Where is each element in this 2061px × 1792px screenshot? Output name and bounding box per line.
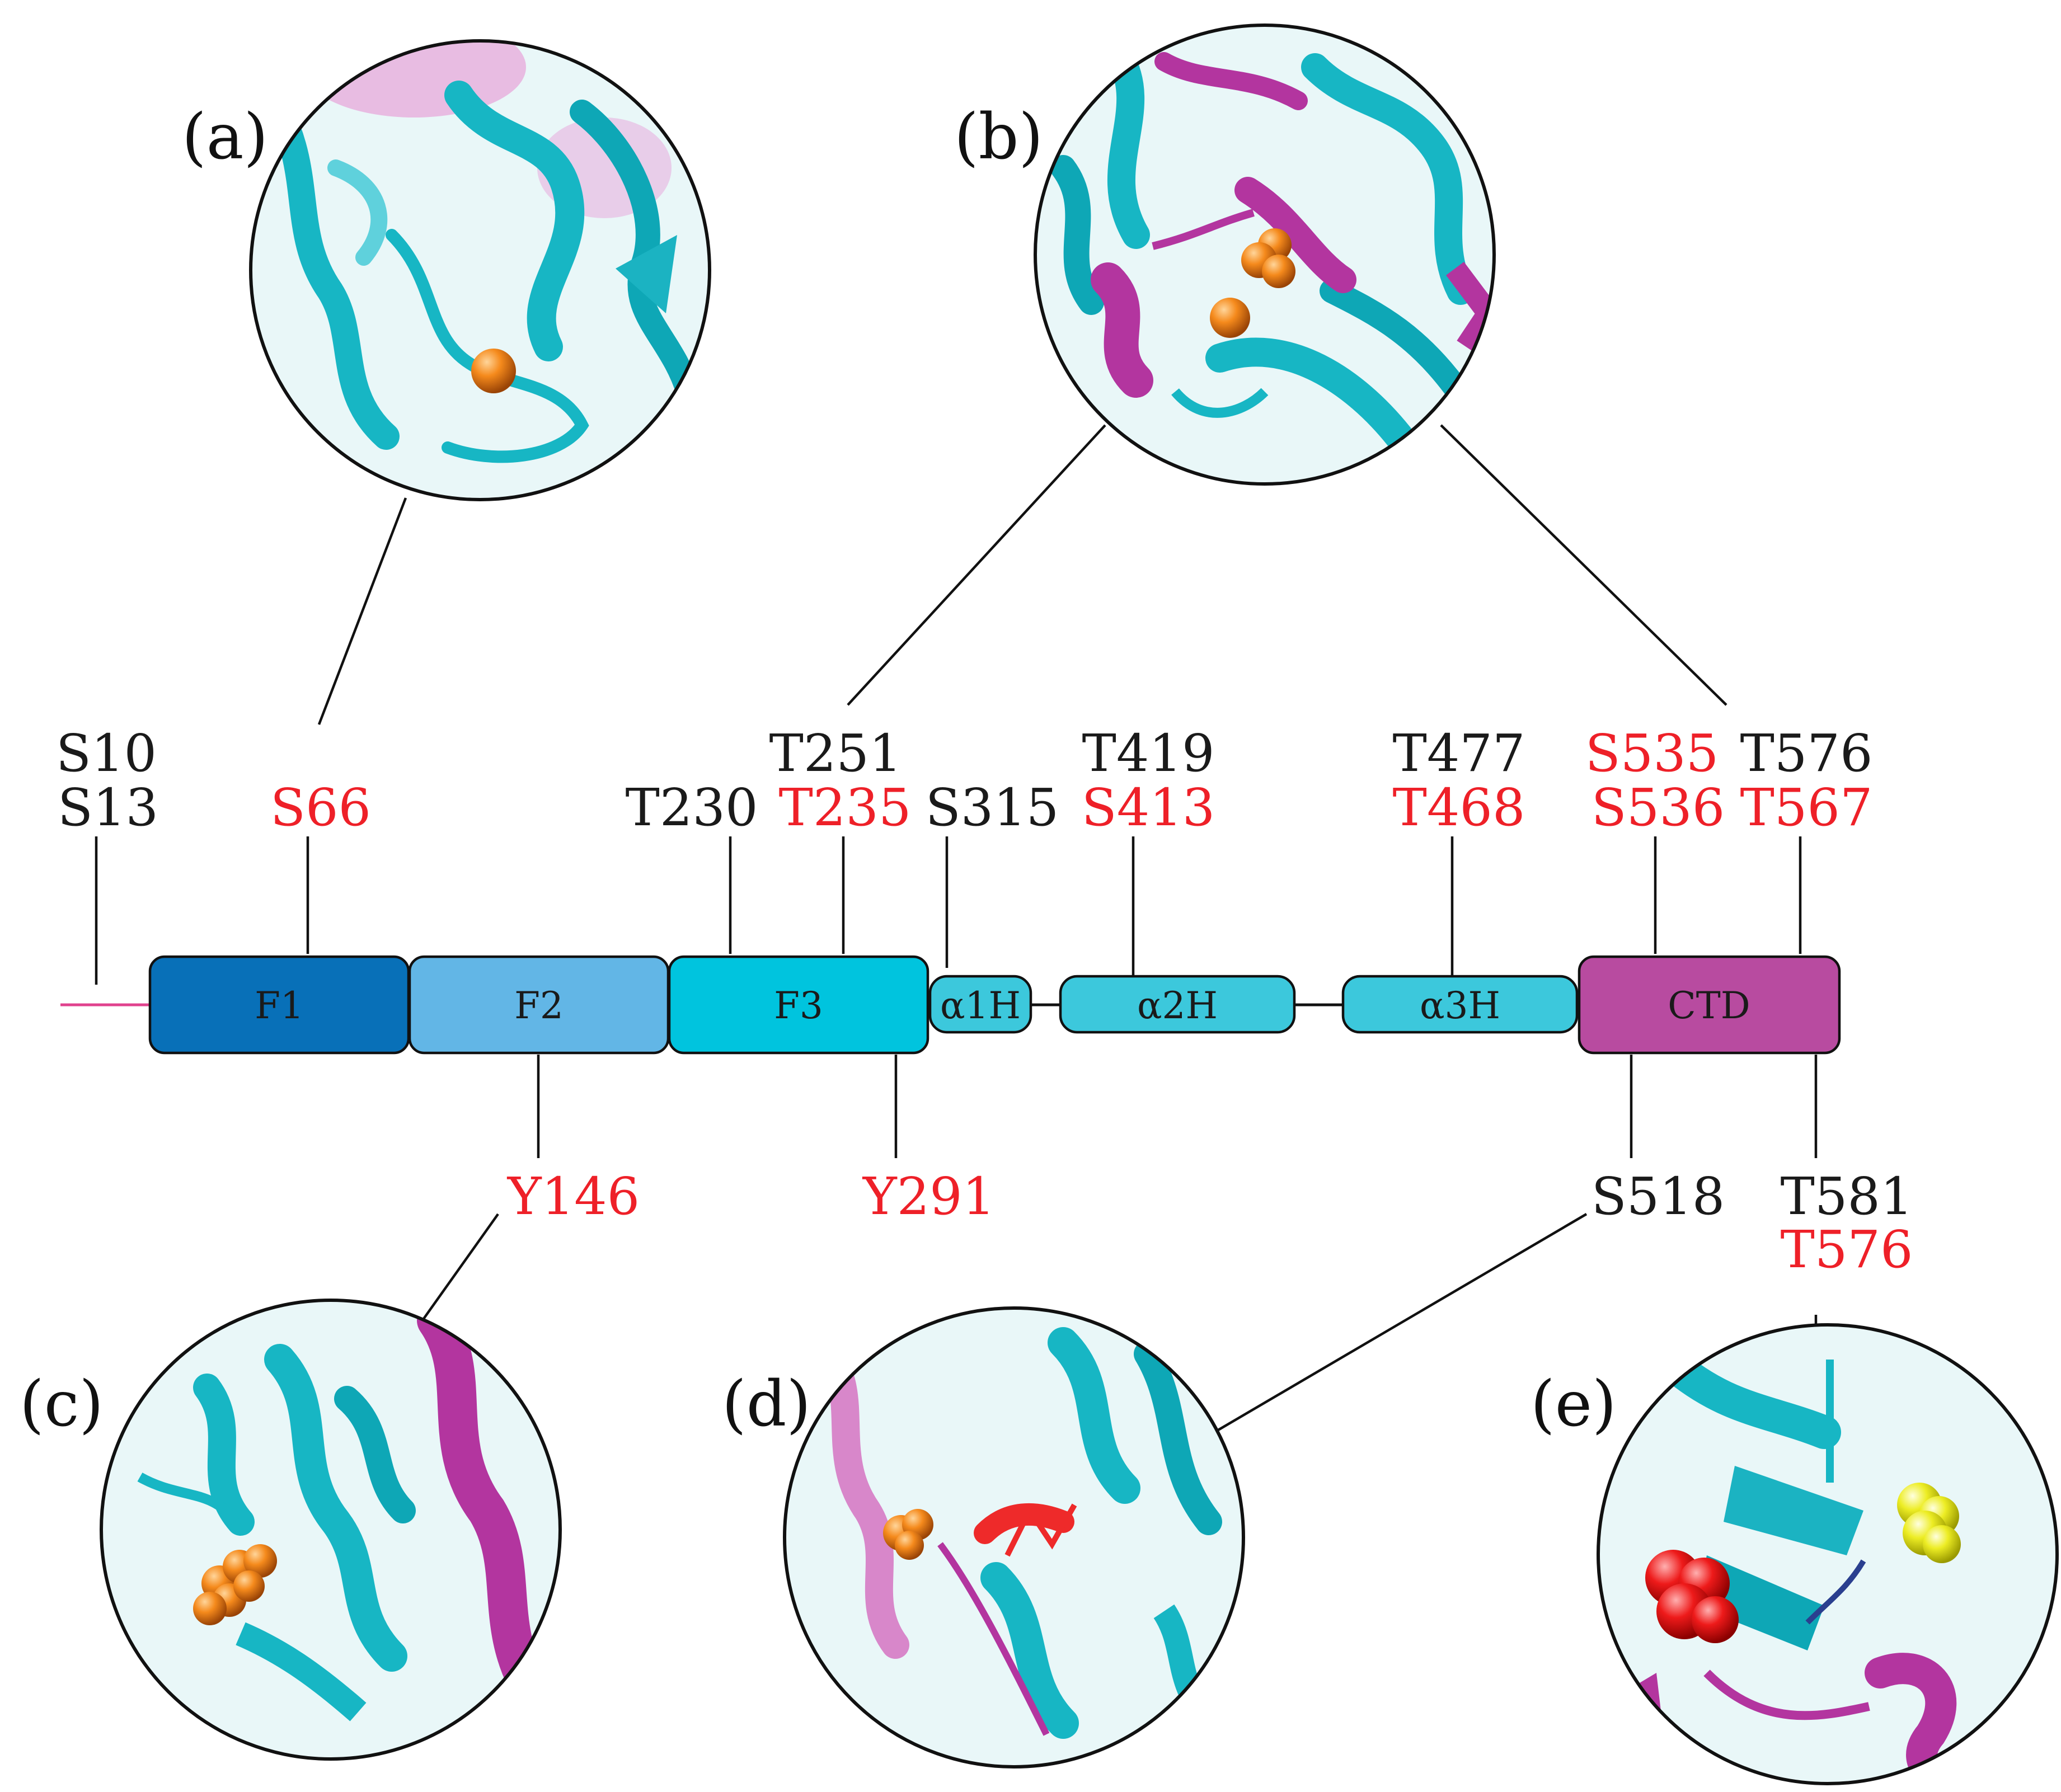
site-y291: Y291: [862, 1167, 995, 1226]
leader-d: [1213, 1213, 1588, 1433]
site-s315: S315: [926, 778, 1059, 838]
site-t567: T567: [1740, 778, 1873, 838]
domain-a3h: [1341, 975, 1579, 1034]
zoom-circle-c-border: [100, 1299, 562, 1761]
panel-label-c: (c): [20, 1368, 104, 1441]
leader-b-left: [847, 424, 1106, 706]
protein-structure-zoom-b: (b): [954, 23, 1496, 486]
site-t419: T419: [1082, 723, 1215, 783]
protein-structure-zoom-a: (a): [182, 39, 711, 501]
site-t251: T251: [769, 723, 902, 783]
domain-label-ctd: CTD: [1668, 984, 1750, 1027]
domain-label-f3: F3: [774, 984, 823, 1027]
leader-a: [317, 497, 407, 725]
site-s66: S66: [270, 778, 371, 838]
protein-structure-zoom-c: (c): [20, 1299, 562, 1761]
site-t576-top: T576: [1740, 723, 1873, 783]
site-labels-top: S10 S13 S66 T230 T251 T235 S315 T419 S41…: [56, 723, 1873, 838]
domain-label-a3h: α3H: [1420, 984, 1500, 1027]
site-t230: T230: [626, 778, 758, 838]
site-y146: Y146: [506, 1167, 640, 1226]
site-t477: T477: [1393, 723, 1525, 783]
site-t235: T235: [779, 778, 912, 838]
domain-label-a2h: α2H: [1137, 984, 1218, 1027]
site-t581: T581: [1781, 1167, 1913, 1226]
domain-label-a1h: α1H: [940, 984, 1021, 1027]
domain-label-f1: F1: [255, 984, 304, 1027]
site-s10: S10: [56, 723, 157, 783]
site-s413: S413: [1082, 778, 1215, 838]
site-t576-bottom: T576: [1781, 1220, 1913, 1280]
site-s536: S536: [1591, 778, 1725, 838]
panel-label-e: (e): [1531, 1368, 1617, 1441]
protein-structure-zoom-d: (d): [722, 1306, 1245, 1769]
domain-f3: [668, 955, 929, 1055]
site-labels-bottom: Y146 Y291 S518 T581 T576: [506, 1167, 1913, 1280]
domain-bar: F1 F2 F3 α1H α2H α3H CTD: [60, 955, 1841, 1055]
zoom-circle-e-border: [1597, 1323, 2059, 1785]
site-s518: S518: [1591, 1167, 1725, 1226]
panel-label-d: (d): [722, 1368, 811, 1441]
protein-structure-zoom-e: (e): [1531, 1323, 2059, 1785]
zoom-circle-d-border: [783, 1306, 1245, 1769]
domain-ctd: [1578, 955, 1841, 1055]
site-s13: S13: [58, 778, 158, 838]
domain-label-f2: F2: [514, 984, 564, 1027]
domain-a1h: [928, 975, 1032, 1034]
site-s535: S535: [1585, 723, 1719, 783]
panel-label-b: (b): [954, 101, 1043, 173]
leader-b-right: [1440, 424, 1727, 706]
leader-c: [421, 1213, 499, 1321]
leader-lines: [95, 424, 1818, 1433]
zoom-circle-a-border: [249, 39, 711, 501]
domain-a2h: [1059, 975, 1296, 1034]
site-t468: T468: [1393, 778, 1525, 838]
panel-label-a: (a): [182, 101, 268, 173]
zoom-circle-b-border: [1034, 23, 1496, 486]
